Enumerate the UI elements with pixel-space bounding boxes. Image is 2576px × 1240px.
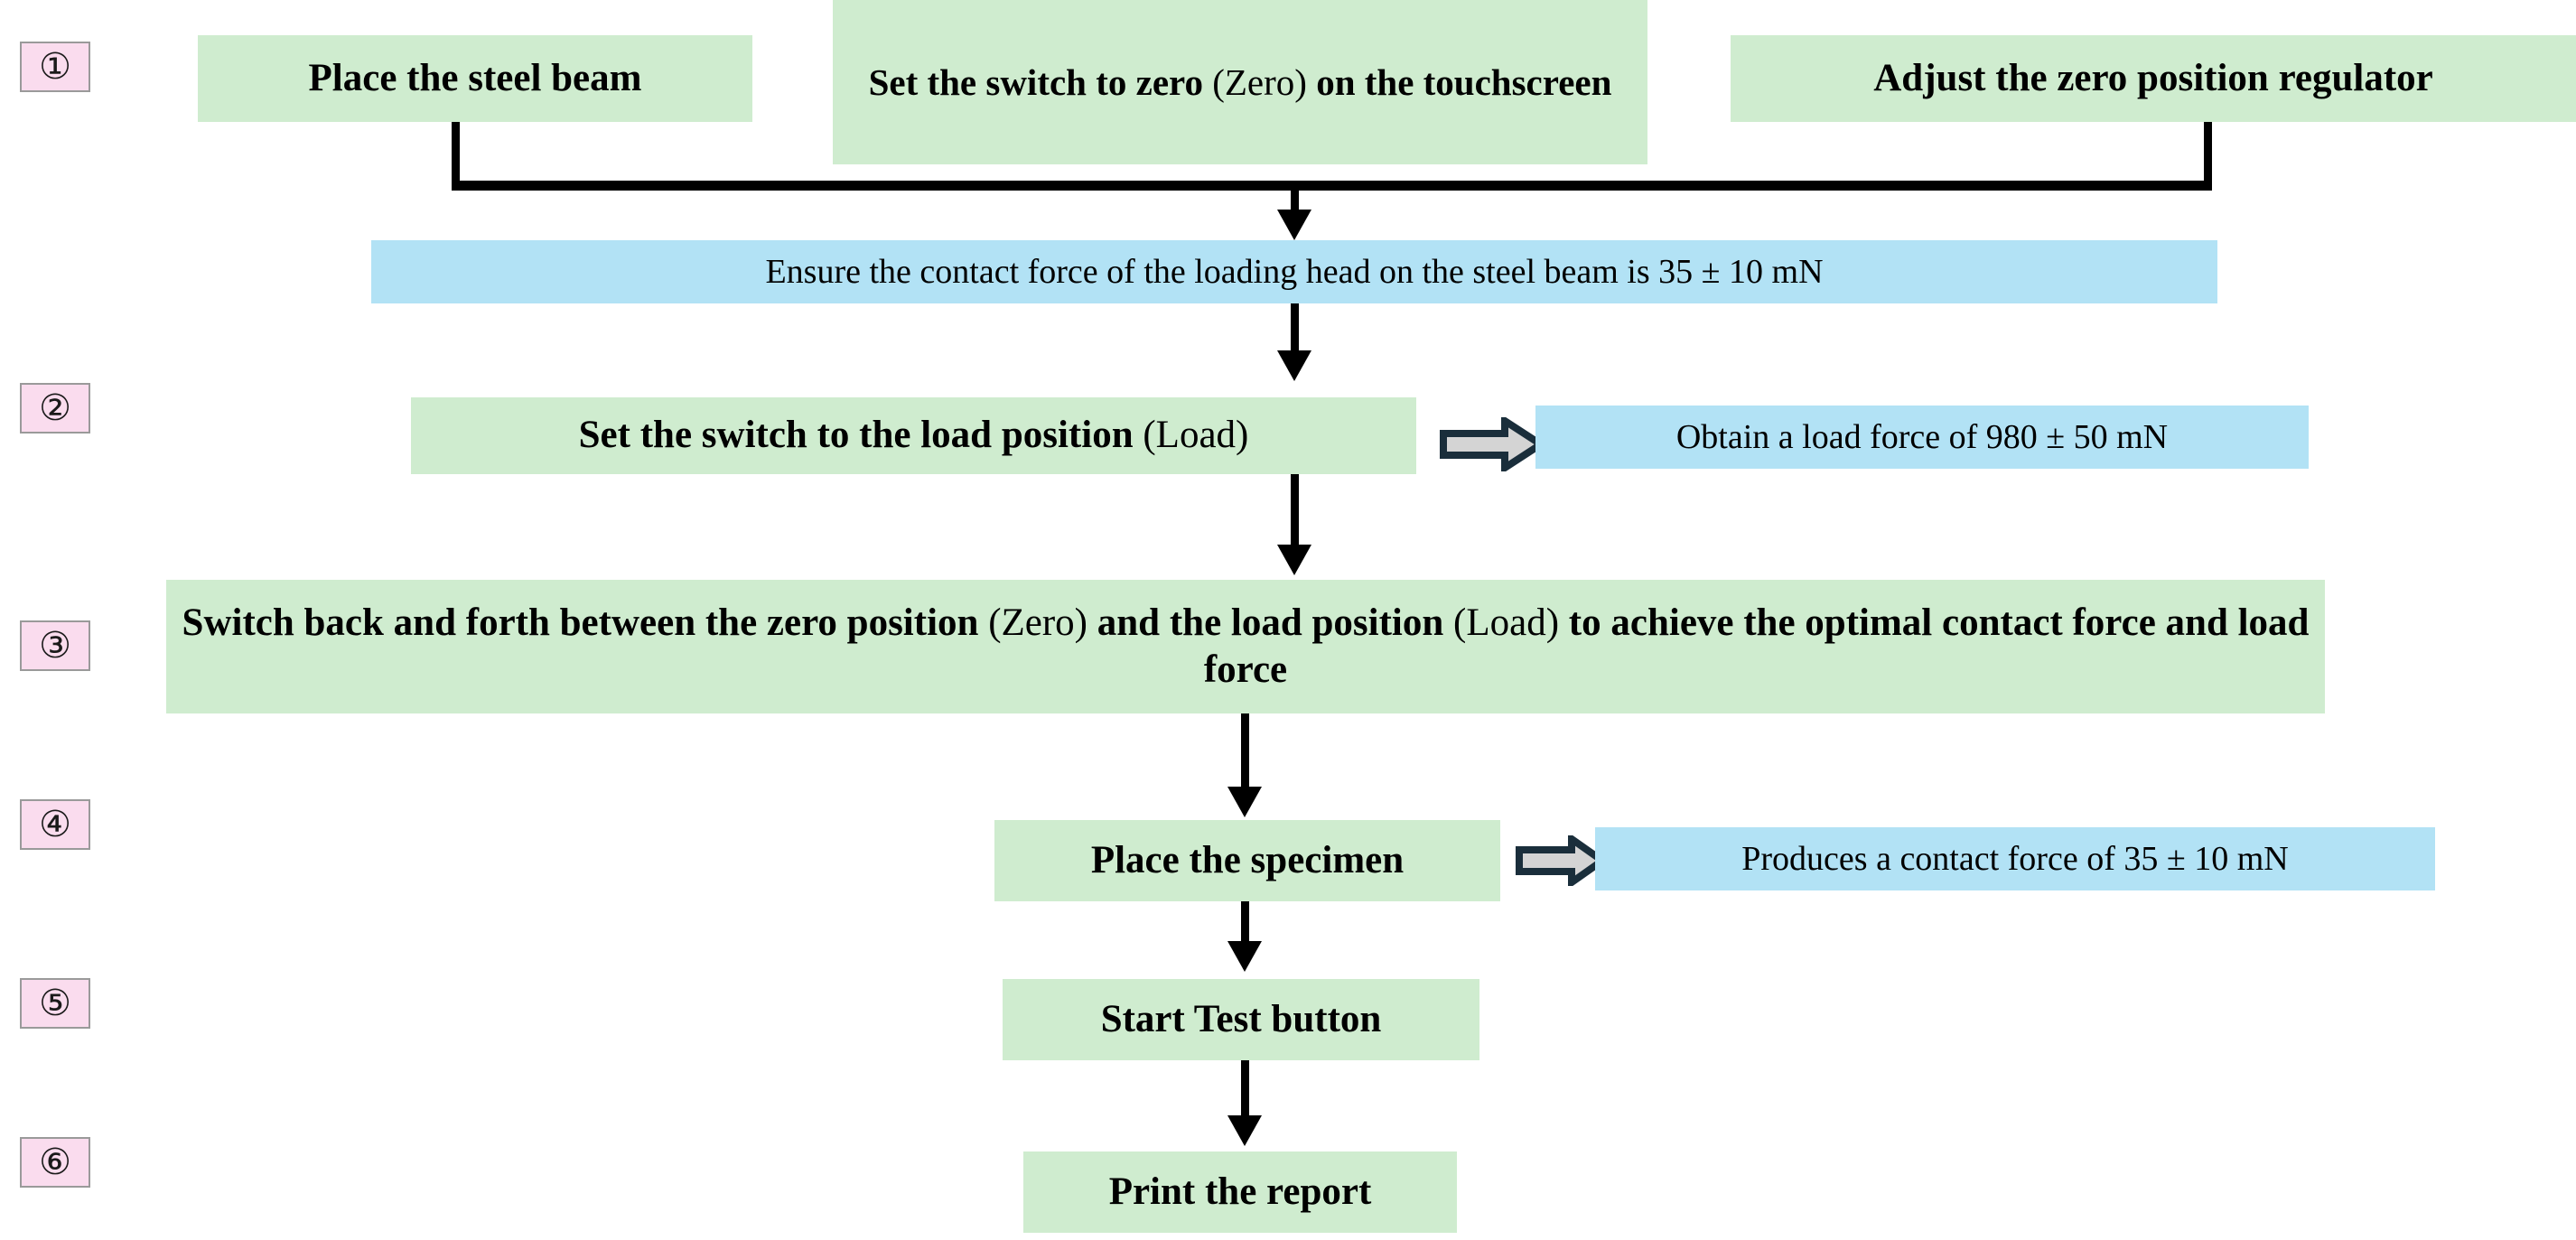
node-ensure-contact-force: Ensure the contact force of the loading … (371, 240, 2217, 303)
node-set-switch-load: Set the switch to the load position (Loa… (411, 397, 1416, 474)
connector-switchback-arrowhead (1227, 787, 1262, 817)
node-switch-back-forth-load: (Load) (1453, 601, 1560, 644)
connector-ensure-stem (1291, 303, 1299, 354)
connector-junction-arrowhead (1277, 210, 1311, 240)
node-switch-back-forth-part-a: Switch back and forth between the zero p… (182, 601, 979, 644)
step-badge-5: ⑤ (20, 978, 90, 1029)
node-ensure-contact-force-label: Ensure the contact force of the loading … (765, 252, 1824, 291)
connector-switchback-stem (1241, 713, 1249, 790)
node-set-switch-load-paren: (Load) (1143, 414, 1249, 457)
connector-starttest-arrowhead (1227, 1115, 1262, 1146)
node-switch-back-forth-part-c: to achieve the optimal contact force and… (1203, 601, 2310, 691)
connector-load-arrowhead (1277, 545, 1311, 575)
step-badge-3-label: ③ (39, 625, 71, 667)
step-badge-3: ③ (20, 620, 90, 671)
connector-load-stem (1291, 474, 1299, 548)
node-obtain-load-force-label: Obtain a load force of 980 ± 50 mN (1675, 417, 2169, 456)
step-badge-1: ① (20, 42, 90, 92)
step-badge-6: ⑥ (20, 1137, 90, 1188)
node-produces-contact-force: Produces a contact force of 35 ± 10 mN (1595, 827, 2435, 890)
connector-regulator-down (2204, 122, 2212, 190)
node-place-specimen-label: Place the specimen (1090, 838, 1405, 881)
node-set-switch-zero: Set the switch to zero (Zero) on the tou… (833, 0, 1647, 164)
step-badge-2: ② (20, 383, 90, 434)
connector-junction-stem (1291, 181, 1299, 213)
node-place-steel-beam-label: Place the steel beam (308, 56, 642, 99)
connector-beam-down (452, 122, 460, 190)
node-start-test-button-label: Start Test button (1100, 997, 1382, 1040)
block-arrow-load-to-obtain (1440, 417, 1545, 471)
node-start-test-button: Start Test button (1003, 979, 1479, 1060)
connector-specimen-stem (1241, 901, 1249, 945)
node-print-the-report: Print the report (1023, 1151, 1457, 1233)
step-badge-4-label: ④ (39, 804, 71, 845)
connector-junction-bar (452, 181, 2212, 191)
node-print-the-report-label: Print the report (1108, 1170, 1372, 1213)
node-adjust-zero-regulator-label: Adjust the zero position regulator (1873, 56, 2433, 99)
node-set-switch-zero-tail: on the touchscreen (1306, 61, 1612, 103)
node-switch-back-forth-part-b: and the load position (1087, 601, 1454, 644)
node-switch-back-forth-label: Switch back and forth between the zero p… (175, 600, 2316, 695)
node-set-switch-load-label: Set the switch to the load position (Loa… (420, 412, 1407, 459)
node-adjust-zero-regulator: Adjust the zero position regulator (1731, 35, 2576, 122)
node-set-switch-zero-label: Set the switch to zero (Zero) on the tou… (842, 60, 1638, 105)
node-set-switch-zero-paren: (Zero) (1212, 61, 1307, 103)
node-place-steel-beam: Place the steel beam (198, 35, 752, 122)
node-set-switch-load-main: Set the switch to the load position (578, 414, 1134, 457)
node-obtain-load-force: Obtain a load force of 980 ± 50 mN (1535, 406, 2309, 469)
step-badge-2-label: ② (39, 387, 71, 429)
connector-specimen-arrowhead (1227, 941, 1262, 972)
node-set-switch-zero-main: Set the switch to zero (868, 61, 1203, 103)
step-badge-1-label: ① (39, 46, 71, 88)
connector-starttest-stem (1241, 1060, 1249, 1119)
step-badge-6-label: ⑥ (39, 1142, 71, 1183)
node-switch-back-forth: Switch back and forth between the zero p… (166, 580, 2325, 713)
step-badge-5-label: ⑤ (39, 983, 71, 1024)
step-badge-4: ④ (20, 799, 90, 850)
node-produces-contact-force-label: Produces a contact force of 35 ± 10 mN (1741, 839, 2289, 878)
connector-ensure-arrowhead (1277, 350, 1311, 381)
block-arrow-specimen-to-produces (1516, 835, 1606, 886)
node-switch-back-forth-zero: (Zero) (988, 601, 1087, 644)
node-place-specimen: Place the specimen (994, 820, 1500, 901)
